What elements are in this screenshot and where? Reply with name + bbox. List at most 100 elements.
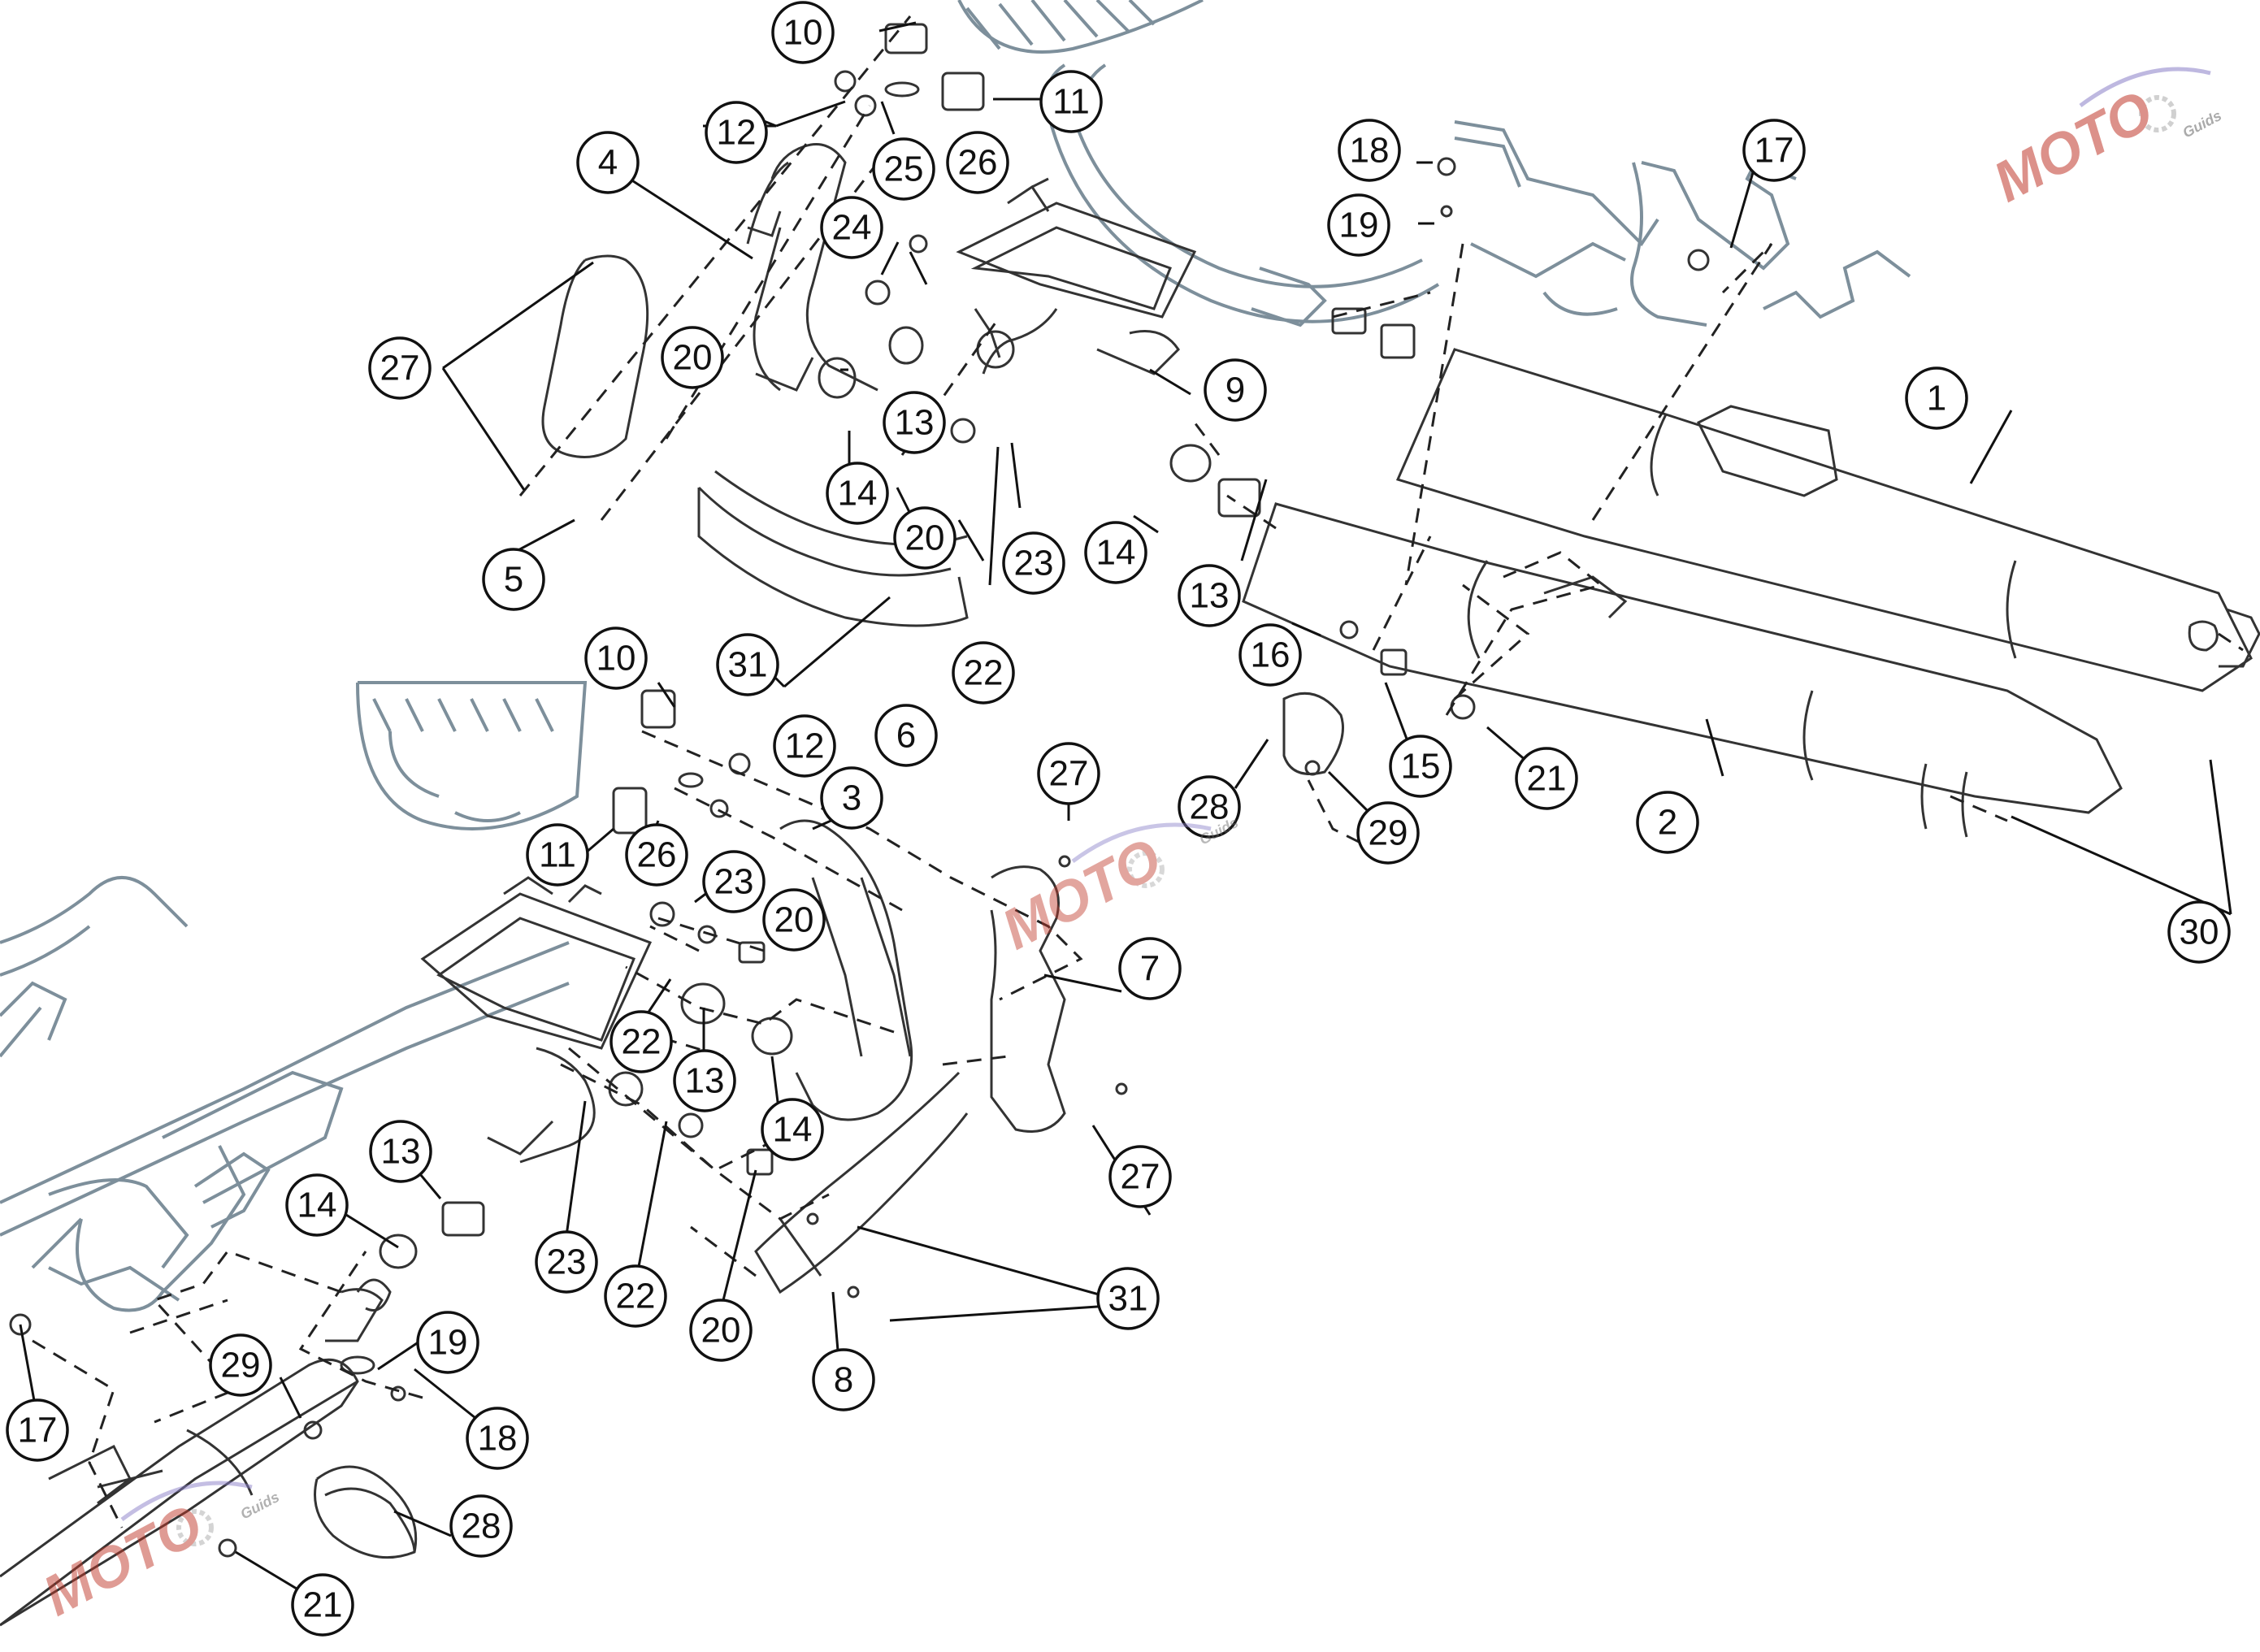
callout-14: 14 [826,462,889,525]
callout-12: 12 [705,101,768,164]
callout-label: 27 [1121,1157,1160,1197]
callout-label: 6 [896,716,916,756]
callout-11b: 11 [526,823,589,887]
callout-22c: 22 [604,1264,667,1328]
callout-12b: 12 [773,714,836,778]
callout-7: 7 [1118,937,1182,1000]
callout-label: 24 [832,208,872,248]
callout-4: 4 [576,131,640,194]
callout-23b: 23 [702,850,766,913]
callout-label: 14 [838,474,878,514]
callout-label: 23 [714,862,754,902]
callout-20: 20 [661,326,724,389]
callout-label: 26 [637,835,677,875]
callout-label: 19 [1339,206,1379,245]
callout-26: 26 [946,131,1009,194]
callout-9: 9 [1204,358,1267,422]
callout-13: 13 [883,391,946,454]
callout-19: 19 [1327,193,1390,257]
callout-label: 10 [596,639,636,679]
watermark-logo-top-right: MOTO Guids [1983,67,2224,214]
callout-18b: 18 [466,1407,529,1470]
catalytic-converter-upper [956,177,1197,375]
callout-label: 22 [616,1277,656,1316]
callout-14d: 14 [285,1173,349,1237]
callout-label: 28 [1190,787,1230,827]
callout-label: 8 [834,1360,853,1400]
callout-label: 27 [380,349,420,388]
callout-label: 28 [462,1507,501,1546]
callout-17: 17 [1742,119,1806,182]
callout-label: 29 [1369,813,1408,853]
callout-label: 9 [1225,371,1245,410]
callout-label: 12 [785,726,825,766]
watermark-logo-bottom-left: MOTO Guids [33,1481,282,1628]
callout-label: 7 [1140,949,1160,989]
callout-20d: 20 [689,1299,753,1362]
callout-29b: 29 [209,1333,272,1397]
small-parts-lower [9,689,1128,1559]
callout-label: 27 [1049,754,1089,794]
callout-5: 5 [482,548,545,611]
muffler-2 [1242,502,2123,838]
callout-25: 25 [872,137,935,201]
callout-16: 16 [1238,623,1302,687]
callout-label: 5 [504,560,523,600]
callout-label: 3 [842,778,861,818]
catalytic-converter-lower [420,876,653,1164]
muffler-lower [0,1288,384,1627]
callout-label: 13 [1190,576,1230,616]
callout-label: 22 [964,653,1004,693]
callout-10b: 10 [584,627,648,690]
callout-label: 15 [1401,747,1441,787]
callout-20b: 20 [893,506,956,570]
callout-10: 10 [771,1,835,64]
callout-8: 8 [812,1348,875,1411]
callout-label: 13 [685,1061,725,1101]
callout-label: 23 [547,1242,587,1282]
callout-18: 18 [1338,119,1401,182]
callout-label: 13 [895,403,935,443]
svg-text:Guids: Guids [237,1489,281,1523]
callout-13b: 13 [1178,564,1241,627]
callout-13c: 13 [673,1049,736,1112]
callout-label: 18 [478,1419,518,1459]
callout-24: 24 [820,196,883,259]
callout-14c: 14 [761,1098,824,1161]
callouts: 1 2 3 4 5 6 7 8 9 10 10 11 11 12 12 13 1… [6,1,2231,1637]
svg-text:MOTO: MOTO [33,1492,212,1628]
callout-23c: 23 [535,1230,598,1294]
callout-label: 14 [1096,533,1136,573]
callout-13d: 13 [369,1120,432,1183]
callout-label: 11 [539,835,576,875]
callout-label: 20 [673,338,713,378]
callout-label: 11 [1052,82,1090,122]
callout-19b: 19 [416,1311,479,1374]
callout-6: 6 [874,704,938,767]
callout-label: 17 [1755,131,1794,171]
callout-label: 31 [1108,1279,1148,1319]
leader-lines [19,21,2232,1602]
callout-label: 22 [622,1022,662,1062]
callout-label: 13 [381,1132,421,1172]
svg-text:MOTO: MOTO [1983,78,2162,214]
engine-frame-lower [0,681,588,1312]
muffler-1 [1395,348,2260,692]
callout-label: 14 [297,1186,337,1225]
callout-28: 28 [1178,775,1241,839]
callout-15: 15 [1389,735,1452,798]
callout-2: 2 [1636,791,1699,854]
callout-28b: 28 [449,1494,513,1558]
callout-label: 20 [905,518,945,558]
callout-label: 20 [774,900,814,940]
callout-label: 20 [701,1311,741,1351]
callout-14b: 14 [1084,521,1147,584]
headpipe-lower [754,819,1066,1294]
callout-label: 29 [221,1346,261,1385]
callout-31: 31 [716,633,779,696]
callout-label: 23 [1014,544,1054,583]
small-parts-upper [818,23,2219,776]
callout-21: 21 [1515,747,1578,810]
callout-label: 25 [884,150,924,189]
